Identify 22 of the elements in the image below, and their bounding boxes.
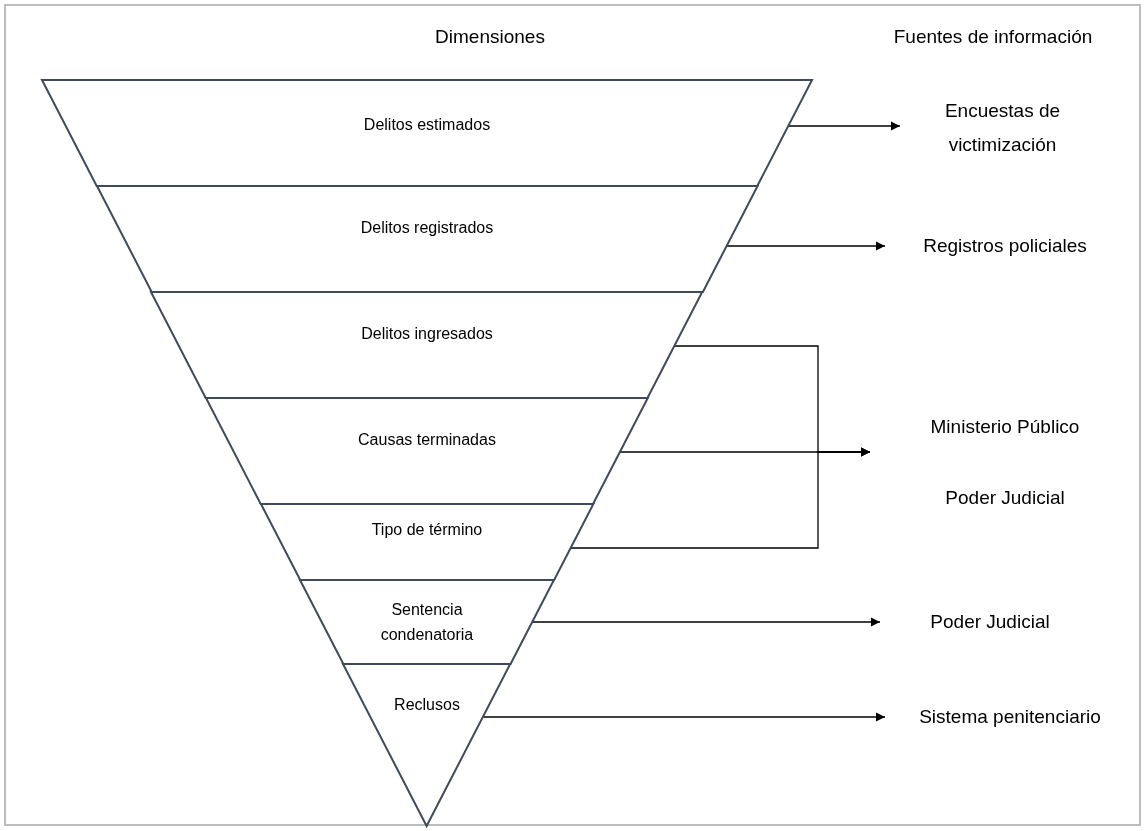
- funnel-band: [298, 579, 556, 665]
- band-label: Delitos estimados: [362, 115, 492, 135]
- funnel-band: [204, 397, 650, 505]
- source-label: Poder Judicial: [945, 486, 1065, 510]
- band-label: Sentencia condenatoria: [379, 600, 475, 645]
- source-label: Sistema penitenciario: [919, 705, 1101, 729]
- band-label: Reclusos: [393, 695, 461, 715]
- source-label: Poder Judicial: [930, 610, 1050, 634]
- band-label: Causas terminadas: [357, 430, 497, 450]
- funnel-band: [341, 663, 513, 829]
- arrow: [531, 617, 881, 627]
- funnel-band: [40, 79, 814, 187]
- source-label: Registros policiales: [923, 234, 1087, 258]
- funnel-band: [95, 185, 759, 293]
- source-label: Encuestas de victimización: [943, 99, 1062, 157]
- band-label: Tipo de término: [370, 520, 484, 540]
- band-label: Delitos ingresados: [360, 324, 494, 344]
- band-label: Delitos registrados: [359, 218, 495, 238]
- column-heading: Dimensiones: [435, 26, 545, 48]
- source-label: Ministerio Público: [930, 415, 1080, 439]
- funnel-band: [149, 291, 705, 399]
- column-heading: Fuentes de información: [893, 26, 1093, 48]
